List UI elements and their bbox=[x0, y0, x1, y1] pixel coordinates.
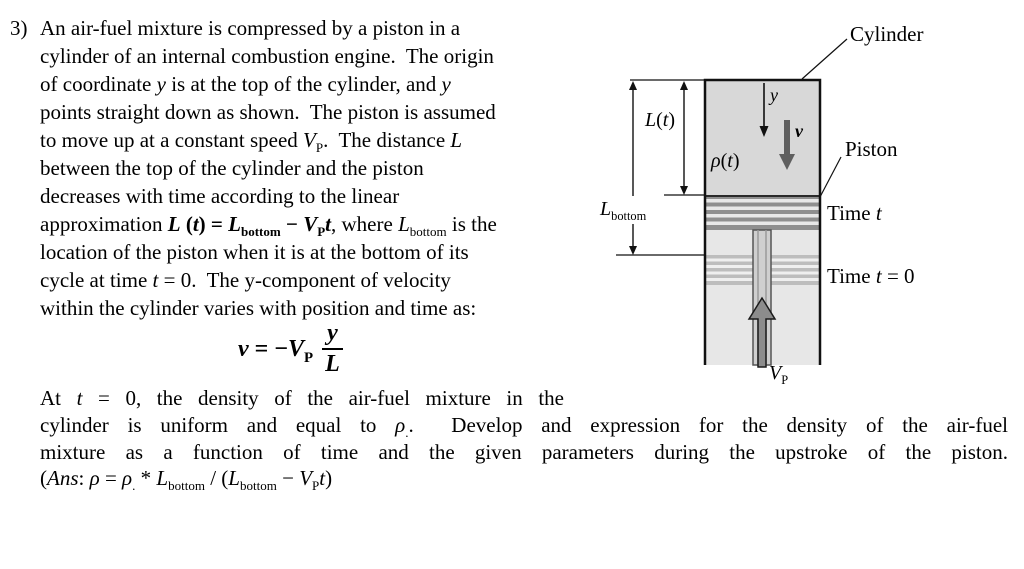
equation-numerator: y bbox=[322, 320, 343, 350]
problem-text-line-9: location of the piston when it is at the… bbox=[40, 240, 469, 264]
velocity-equation: v = −VP y L bbox=[238, 320, 343, 378]
problem-text-line-5: to move up at a constant speed VP. The d… bbox=[40, 128, 463, 156]
y-axis-arrow bbox=[759, 83, 769, 137]
problem-text-line-8: approximation L (t) = Lbottom − VPt, whe… bbox=[40, 212, 497, 240]
problem-text-line-10: cycle at time t = 0. The y-component of … bbox=[40, 268, 451, 292]
problem-text-line-3: of coordinate y is at the top of the cyl… bbox=[40, 72, 451, 96]
piston-speed-arrow bbox=[747, 296, 777, 368]
closing-text-line-1: At t = 0, the density of the air-fuel mi… bbox=[40, 386, 564, 410]
time-t-label: Time t bbox=[827, 201, 882, 225]
piston-rings-time-t bbox=[706, 195, 819, 230]
length-bottom-label: Lbottom bbox=[600, 198, 647, 223]
equation-fraction: y L bbox=[322, 320, 343, 378]
dimension-arrow-Lt bbox=[680, 81, 688, 195]
time-t0-label: Time t = 0 bbox=[827, 264, 915, 288]
velocity-arrow bbox=[779, 120, 795, 170]
problem-text-line-11: within the cylinder varies with position… bbox=[40, 296, 477, 320]
y-axis-label: y bbox=[770, 85, 778, 105]
problem-text-line-1: An air-fuel mixture is compressed by a p… bbox=[40, 16, 461, 40]
equation-denominator: L bbox=[325, 351, 340, 377]
leader-line-cylinder bbox=[801, 38, 848, 80]
velocity-label: v bbox=[795, 121, 803, 141]
piston-speed-label: VP bbox=[769, 362, 789, 387]
equation-lhs: v = −VP bbox=[238, 335, 314, 366]
dimension-arrow-Lbottom bbox=[629, 81, 637, 255]
problem-text-line-2: cylinder of an internal combustion engin… bbox=[40, 44, 494, 68]
gas-region bbox=[706, 81, 819, 195]
piston-label: Piston bbox=[845, 137, 898, 161]
cylinder-walls bbox=[703, 78, 822, 365]
closing-text-line-2: cylinder is uniform and equal to ρ.. Dev… bbox=[40, 413, 1008, 441]
problem-text-line-7: decreases with time according to the lin… bbox=[40, 184, 400, 208]
problem-paragraph: An air-fuel mixture is compressed by a p… bbox=[40, 14, 585, 322]
problem-text-line-6: between the top of the cylinder and the … bbox=[40, 156, 424, 180]
density-label: ρ(t) bbox=[711, 150, 740, 172]
leader-line-piston bbox=[819, 156, 842, 198]
cylinder-label: Cylinder bbox=[850, 22, 924, 46]
answer-line: (Ans: ρ = ρ. * Lbottom / (Lbottom − VPt) bbox=[40, 466, 333, 494]
closing-text-line-3: mixture as a function of time and the gi… bbox=[40, 440, 1008, 464]
problem-number: 3) bbox=[10, 16, 28, 40]
problem-text-line-4: points straight down as shown. The pisto… bbox=[40, 100, 496, 124]
figure-piston-cylinder: Cylinder Piston Time t Time t = 0 L(t) L… bbox=[600, 10, 1024, 410]
figure-canvas bbox=[616, 38, 848, 368]
length-of-time-label: L(t) bbox=[645, 109, 676, 131]
